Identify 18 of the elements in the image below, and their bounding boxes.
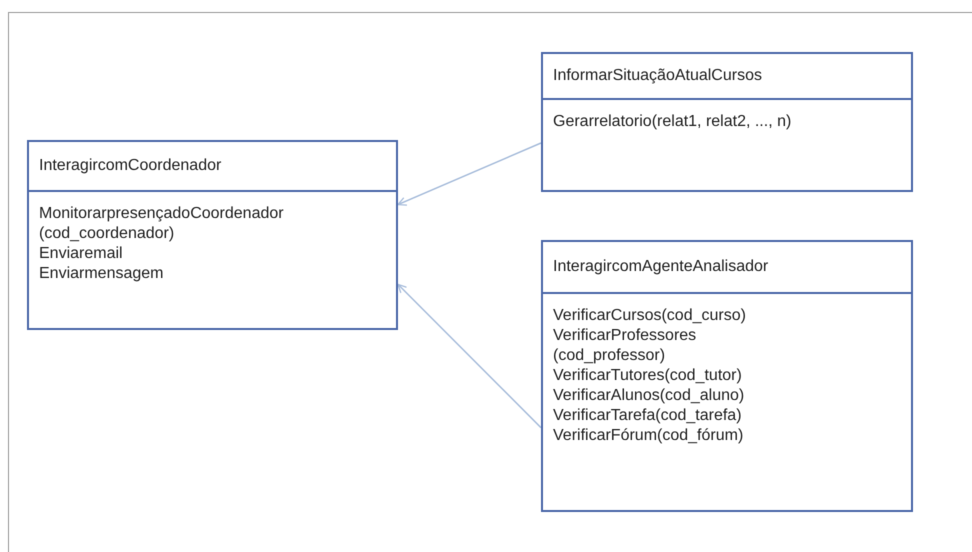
class-name: InformarSituaçãoAtualCursos	[553, 67, 762, 85]
method-text: VerificarProfessores (cod_professor)	[553, 326, 698, 366]
arrow	[397, 142, 542, 206]
class-name: InteragircomCoordenador	[39, 157, 222, 175]
method-text: VerificarTarefa(cod_tarefa)	[553, 406, 742, 426]
method-text: VerificarFórum(cod_fórum)	[553, 426, 744, 446]
method-text: MonitorarpresençadoCoordenador (cod_coordenador)	[39, 204, 285, 244]
method-text: Enviaremail	[39, 244, 123, 264]
arrow	[397, 284, 542, 428]
class-box	[541, 52, 913, 192]
class-box	[27, 140, 398, 330]
class-name: InteragircomAgenteAnalisador	[553, 258, 768, 276]
class-box	[541, 240, 913, 512]
method-text: Gerarrelatorio(relat1, relat2, ..., n)	[553, 112, 792, 132]
method-text: VerificarAlunos(cod_aluno)	[553, 386, 744, 406]
method-text: Enviarmensagem	[39, 264, 164, 284]
method-text: VerificarCursos(cod_curso)	[553, 306, 746, 326]
method-text: VerificarTutores(cod_tutor)	[553, 366, 742, 386]
